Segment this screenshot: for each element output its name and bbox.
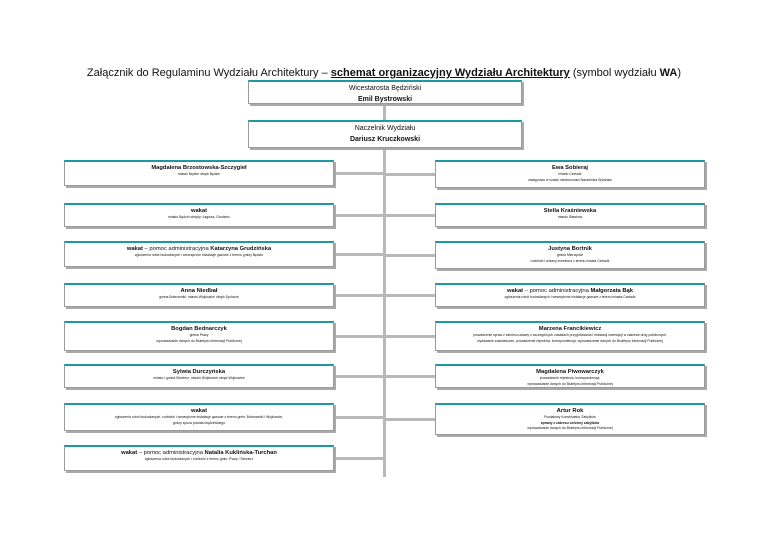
scope-line: gmina Mierzęcice [556, 253, 584, 257]
person-name: Anna Niedbał [180, 288, 218, 294]
scope-line: miasto Czeladź [558, 172, 582, 176]
scope-line: Powiatowy Konserwator Zabytków [544, 415, 596, 419]
connector-trunk [383, 104, 386, 477]
name-part: wakat [507, 288, 524, 294]
name-part: Małgorzata Bąk [590, 288, 633, 294]
title-middle: (symbol wydziału [569, 67, 660, 79]
person-name: wakat – pomoc administracyjna Katarzyna … [65, 245, 333, 253]
connector-branch [334, 335, 383, 338]
connector-branch [334, 294, 383, 297]
scope-line: rozbiórki i zmiany inwestora z terenu mi… [530, 258, 610, 263]
scope-line: zgłoszenia robót budowlanych i wewnętrzn… [134, 253, 264, 257]
connector-branch [386, 173, 435, 176]
box-head-of-department: Naczelnik Wydziału Dariusz Kruczkowski [248, 120, 522, 148]
box-left-2: wakat – pomoc administracyjna Katarzyna … [64, 241, 334, 267]
name-part: wakat [121, 450, 138, 456]
person-name: Stella Kraśniewska [543, 208, 597, 214]
scope-line: wydawanie zaświadczeń, prowadzenie rejes… [477, 338, 663, 343]
scope-line: wprowadzanie danych do Biuletynu Informa… [527, 381, 613, 386]
name-part: – pomoc administracyjna [137, 450, 205, 456]
person-name: Magdalena Brzostowska-Szczygieł [151, 165, 247, 171]
scope-line: zastępstwo w czasie nieobecności Naczeln… [528, 177, 612, 182]
scope-line: zgłoszenia robót budowlanych, rozbiórki … [114, 415, 284, 419]
person-name: Marzena Francikiewicz [538, 326, 602, 332]
connector-branch [386, 254, 435, 257]
connector-branch [386, 375, 435, 378]
connector-branch [334, 416, 383, 419]
scope-line: wprowadzanie danych do Biuletynu Informa… [156, 338, 242, 343]
person-name: Artur Rok [556, 408, 584, 414]
person-name: Ewa Sobieraj [551, 165, 589, 171]
connector-branch [386, 335, 435, 338]
name-part: – pomoc administracyjna [142, 246, 211, 252]
name-part: wakat [126, 246, 143, 252]
scope-line: gmina Bobrowniki, miasto Wojkowice obręb… [159, 295, 239, 299]
scope-line: miasto Sławków [557, 215, 583, 219]
connector-branch [334, 214, 383, 217]
box-right-3: wakat – pomoc administracyjna Małgorzata… [435, 283, 705, 307]
scope-line: prowadzenie rejestrów, korespondencja, [539, 376, 601, 380]
box-left-7: wakat – pomoc administracyjna Natalia Ku… [64, 445, 334, 471]
name-part: Natalia Kuklińska-Turchan [204, 450, 277, 456]
head-name: Dariusz Kruczkowski [349, 136, 421, 143]
title-prefix: Załącznik do Regulaminu Wydziału Archite… [86, 67, 331, 79]
head-role: Naczelnik Wydziału [354, 125, 416, 132]
connector-branch [334, 457, 383, 460]
person-name: Sylwia Durczyńska [172, 369, 226, 375]
page-title: Załącznik do Regulaminu Wydziału Archite… [0, 66, 768, 80]
connector-branch [334, 253, 383, 256]
connector-branch [386, 214, 435, 217]
scope-line: gmina Psary [189, 333, 209, 337]
scope-line: miasto Będzin obręb Będzin [177, 172, 221, 176]
name-part: Katarzyna Grudzińska [210, 246, 272, 252]
connector-branch [334, 172, 383, 175]
title-suffix: ) [677, 67, 682, 79]
scope-line: zgłoszenia robót budowlanych i rozbiórki… [144, 457, 254, 461]
connector-branch [334, 375, 383, 378]
person-name: Justyna Bortnik [548, 246, 592, 252]
person-name: wakat – pomoc administracyjna Małgorzata… [436, 287, 704, 295]
person-name: wakat [190, 208, 208, 214]
scope-line: wprowadzanie danych do Biuletynu Informa… [527, 426, 613, 430]
connector-branch [386, 418, 435, 421]
scope-line: sprawy z zakresu ochrony zabytków [540, 420, 600, 425]
scope-line: miasto i gmina Siewierz, miasto Wojkowic… [153, 376, 245, 380]
deputy-name: Emil Bystrowski [357, 96, 413, 103]
connector-branch [386, 294, 435, 297]
deputy-role: Wicestarosta Będziński [348, 85, 422, 92]
name-part: – pomoc administracyjna [523, 288, 591, 294]
scope-line: gminy spoza powiatu będzińskiego [172, 420, 226, 425]
box-deputy-starost: Wicestarosta Będziński Emil Bystrowski [248, 80, 522, 104]
scope-line: zgłoszenia robót budowlanych i wewnętrzn… [504, 295, 636, 299]
title-code: WA [659, 67, 678, 79]
scope-line: miasto Będzin obręby: Łagisza, Grodziec [168, 215, 230, 219]
person-name: Bogdan Bednarczyk [171, 326, 227, 332]
person-name: wakat [190, 408, 208, 414]
person-name: Magdalena Piwowarczyk [536, 369, 604, 375]
title-main: schemat organizacyjny Wydziału Architekt… [330, 67, 570, 79]
scope-line: prowadzenie spraw z zakresu ustawy o szc… [472, 333, 668, 337]
person-name: wakat – pomoc administracyjna Natalia Ku… [65, 449, 333, 457]
